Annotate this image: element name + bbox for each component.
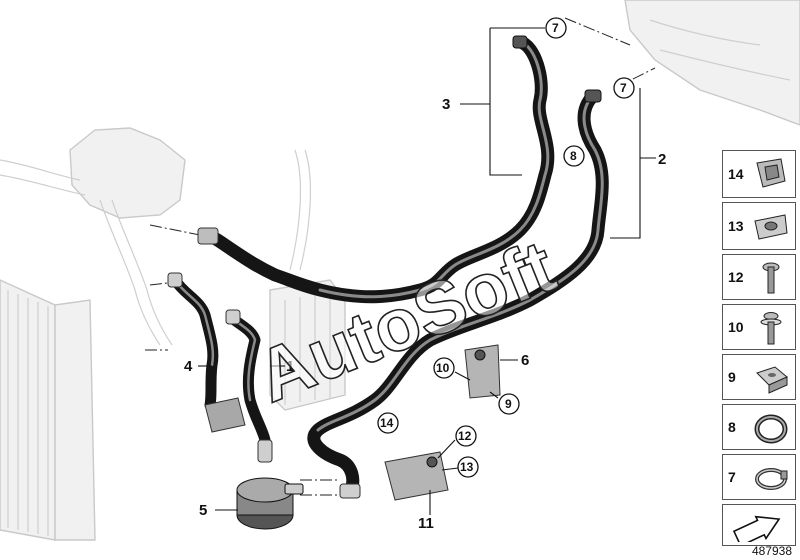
callout-10: 10 — [436, 361, 450, 375]
callout-numbers: 3 2 4 1 5 6 11 7 7 8 10 9 14 12 13 — [184, 17, 666, 532]
legend-item-10: 10 — [722, 304, 796, 350]
square-nut-icon — [756, 366, 788, 394]
hose-4 — [169, 274, 219, 411]
callout-6: 6 — [521, 352, 529, 369]
hose-clamp-icon — [754, 414, 788, 444]
radiator-ghost — [0, 279, 96, 541]
engine-ghost — [0, 127, 312, 346]
callout-8: 8 — [570, 149, 577, 163]
callout-4: 4 — [184, 358, 193, 375]
callout-7a: 7 — [552, 21, 559, 35]
callout-14: 14 — [380, 416, 394, 430]
callout-13: 13 — [460, 460, 474, 474]
pump-5 — [236, 477, 304, 530]
cooler-ghost — [269, 279, 346, 411]
diagram-id: 487938 — [751, 544, 792, 558]
callout-7b: 7 — [620, 81, 627, 95]
bracket-4 — [204, 397, 246, 433]
legend-item-9: 9 — [722, 354, 796, 400]
legend-item-8: 8 — [722, 404, 796, 450]
gearbox-ghost — [624, 0, 800, 126]
screw-icon — [762, 262, 780, 294]
legend-item-12: 12 — [722, 254, 796, 300]
callout-9: 9 — [505, 397, 512, 411]
callout-12: 12 — [458, 429, 472, 443]
hose-3 — [198, 35, 555, 304]
legend-item-14: 14 — [722, 150, 796, 198]
bracket-6 — [464, 344, 501, 399]
legend-footer — [722, 504, 796, 546]
screw-washer-icon — [760, 312, 782, 345]
legend-item-13: 13 — [722, 202, 796, 250]
arrow-icon — [732, 515, 781, 542]
spring-nut-icon — [754, 214, 788, 240]
callout-3: 3 — [442, 96, 450, 113]
clip-icon — [756, 158, 786, 188]
connectors — [167, 35, 602, 499]
legend-item-7: 7 — [722, 454, 796, 500]
callout-2: 2 — [658, 151, 666, 168]
callout-5: 5 — [199, 502, 207, 519]
spring-clamp-icon — [755, 468, 788, 490]
hose-2 — [307, 90, 609, 499]
callout-1: 1 — [286, 358, 294, 375]
callout-11: 11 — [418, 515, 434, 532]
leader-lines — [198, 27, 656, 515]
bracket-11 — [384, 451, 449, 501]
hose-1 — [226, 312, 271, 446]
